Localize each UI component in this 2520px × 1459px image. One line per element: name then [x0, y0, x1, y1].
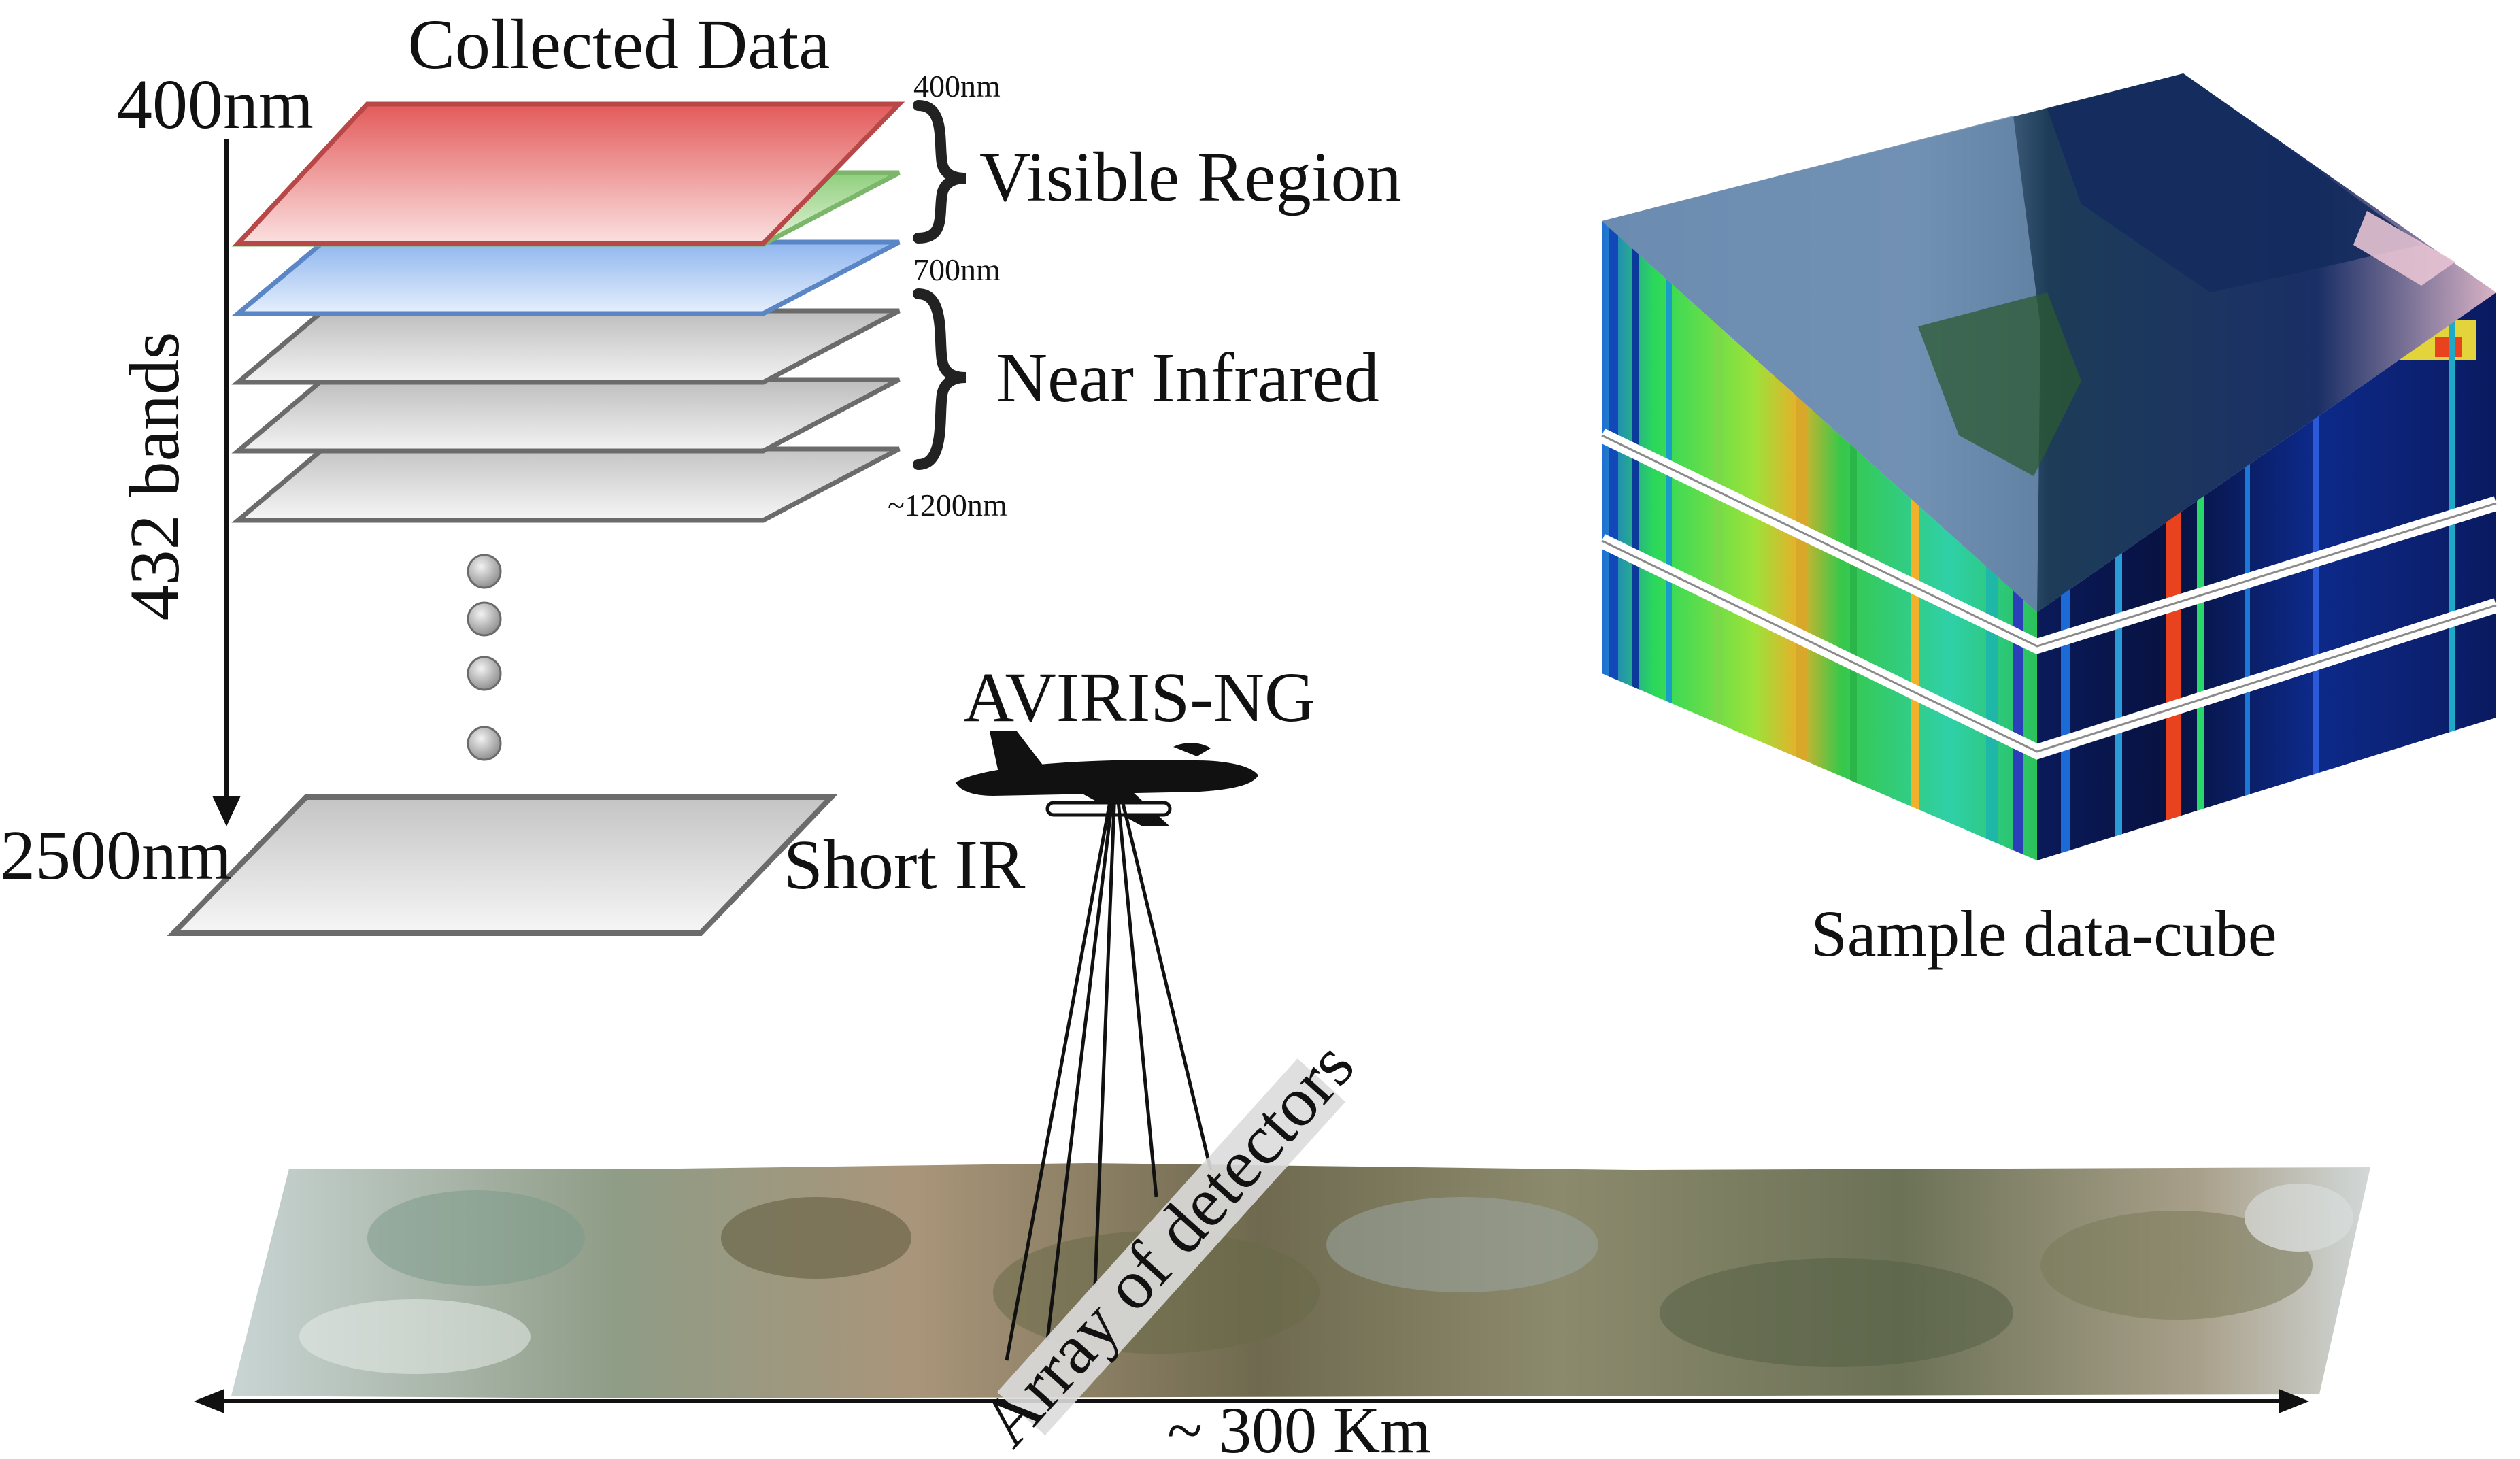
visible-end-label: 700nm: [913, 252, 1001, 287]
band-layer-gray-3: [231, 308, 901, 385]
band-layer-gray-5: [231, 446, 901, 523]
nir-brace-icon: [913, 288, 967, 470]
ground-width-arrowhead-right: [2279, 1389, 2309, 1413]
detectors-label-bg: [996, 1058, 1346, 1436]
ellipsis-dot-1: [467, 554, 502, 589]
band-count-label: 432 bands: [116, 332, 194, 621]
cube-right-stripe-6: [2313, 292, 2319, 860]
visible-brace-icon: [913, 100, 967, 244]
cube-top-water: [2047, 73, 2421, 292]
band-layer-blue: [231, 239, 901, 316]
band-layer-gray-4: [231, 377, 901, 454]
axis-arrowhead: [212, 796, 241, 826]
short-ir-label: Short IR: [784, 826, 1026, 904]
cube-slice-gap-1-edge: [1601, 434, 2497, 648]
start-wavelength-label: 400nm: [117, 65, 314, 144]
ellipsis-dot-4: [467, 726, 502, 761]
nir-end-label: ~1200nm: [888, 488, 1007, 522]
visible-region-label: Visible Region: [979, 138, 1402, 216]
cube-left-stripe-6: [1850, 221, 1857, 830]
cube-top-land: [1602, 116, 2040, 612]
cube-top-corner: [2353, 211, 2455, 286]
cube-top-vegetation: [1918, 292, 2081, 476]
band-layer-short-ir: [167, 794, 838, 936]
band-layer-red-plane: [232, 101, 905, 246]
sample-data-cube: [1598, 73, 2499, 860]
near-infrared-label: Near Infrared: [996, 339, 1379, 417]
visible-start-label: 400nm: [913, 69, 1001, 103]
cube-right-stripe-9: [2449, 292, 2455, 860]
collected-title: Collected Data: [408, 5, 830, 84]
ground-width-label: ~ 300 Km: [1167, 1394, 1431, 1456]
cube-left-stripe-1: [1609, 221, 1618, 694]
end-wavelength-label: 2500nm: [0, 816, 232, 894]
cube-caption: Sample data-cube: [1811, 897, 2277, 970]
ellipsis-dot-2: [467, 601, 502, 637]
detector-rays: [1005, 771, 1213, 1361]
cube-right-stripe-4: [2197, 292, 2204, 860]
cube-right-stripe-2: [2115, 292, 2122, 860]
ground-width-arrowhead-left: [194, 1389, 224, 1413]
ellipsis-dot-3: [467, 656, 502, 691]
cube-slice-gap-2-edge: [1601, 539, 2497, 753]
sensor-name-label: AVIRIS-NG: [963, 658, 1315, 737]
